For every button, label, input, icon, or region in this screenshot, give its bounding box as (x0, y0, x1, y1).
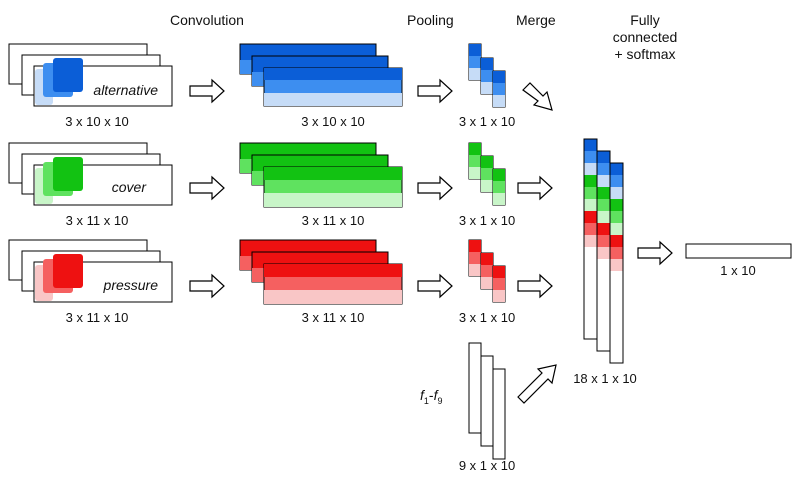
arrow-right-icon (189, 273, 225, 299)
pooled-vectors (468, 43, 506, 108)
conv-dims-label: 3 x 11 x 10 (302, 310, 365, 325)
pooled-vectors (468, 142, 506, 206)
pooled-vectors (468, 239, 506, 303)
arrow-right-icon (417, 78, 453, 104)
pooling-header: Pooling (407, 12, 454, 28)
input-word-label: cover (112, 179, 148, 195)
input-word-label: pressure (103, 277, 159, 293)
row-alternative: alternative 3 x 10 x 10 3 x 10 x 10 (8, 43, 553, 129)
row-pressure: pressure 3 x 11 x 10 3 x 11 x 10 (8, 239, 553, 325)
input-stack (8, 239, 173, 303)
features-dims-label: 9 x 1 x 10 (459, 458, 515, 473)
merge-header: Merge (516, 12, 556, 28)
output-dims-label: 1 x 10 (720, 263, 755, 278)
output-vector (685, 243, 792, 259)
feature-vectors (468, 342, 506, 460)
merged-dims-label: 18 x 1 x 10 (573, 371, 637, 386)
fully-connected-header-line3: + softmax (614, 46, 675, 62)
conv-stack (239, 142, 403, 208)
convolution-header: Convolution (170, 12, 244, 28)
arrow-right-icon (517, 175, 553, 201)
row-cover: cover 3 x 11 x 10 3 x 11 x 10 (8, 142, 553, 228)
features-label: f1-f9 (420, 387, 442, 406)
arrow-right-icon (417, 273, 453, 299)
input-dims-label: 3 x 10 x 10 (65, 114, 129, 129)
input-stack (8, 43, 173, 107)
fully-connected-header-line1: Fully (630, 12, 660, 28)
pool-dims-label: 3 x 1 x 10 (459, 114, 515, 129)
conv-stack (239, 43, 403, 107)
arrow-up-right-icon (517, 364, 557, 404)
conv-dims-label: 3 x 11 x 10 (302, 213, 365, 228)
pool-dims-label: 3 x 1 x 10 (459, 213, 515, 228)
arrow-right-icon (189, 175, 225, 201)
arrow-right-icon (517, 273, 553, 299)
merged-vectors (583, 138, 624, 364)
conv-stack (239, 239, 403, 305)
arrow-right-icon (637, 240, 673, 266)
input-stack (8, 142, 173, 206)
arrow-down-right-icon (522, 82, 553, 111)
conv-dims-label: 3 x 10 x 10 (301, 114, 365, 129)
input-dims-label: 3 x 11 x 10 (66, 213, 129, 228)
arrow-right-icon (417, 175, 453, 201)
input-word-label: alternative (93, 82, 158, 98)
input-dims-label: 3 x 11 x 10 (66, 310, 129, 325)
fully-connected-header-line2: connected (613, 29, 678, 45)
arrow-right-icon (189, 78, 225, 104)
pool-dims-label: 3 x 1 x 10 (459, 310, 515, 325)
